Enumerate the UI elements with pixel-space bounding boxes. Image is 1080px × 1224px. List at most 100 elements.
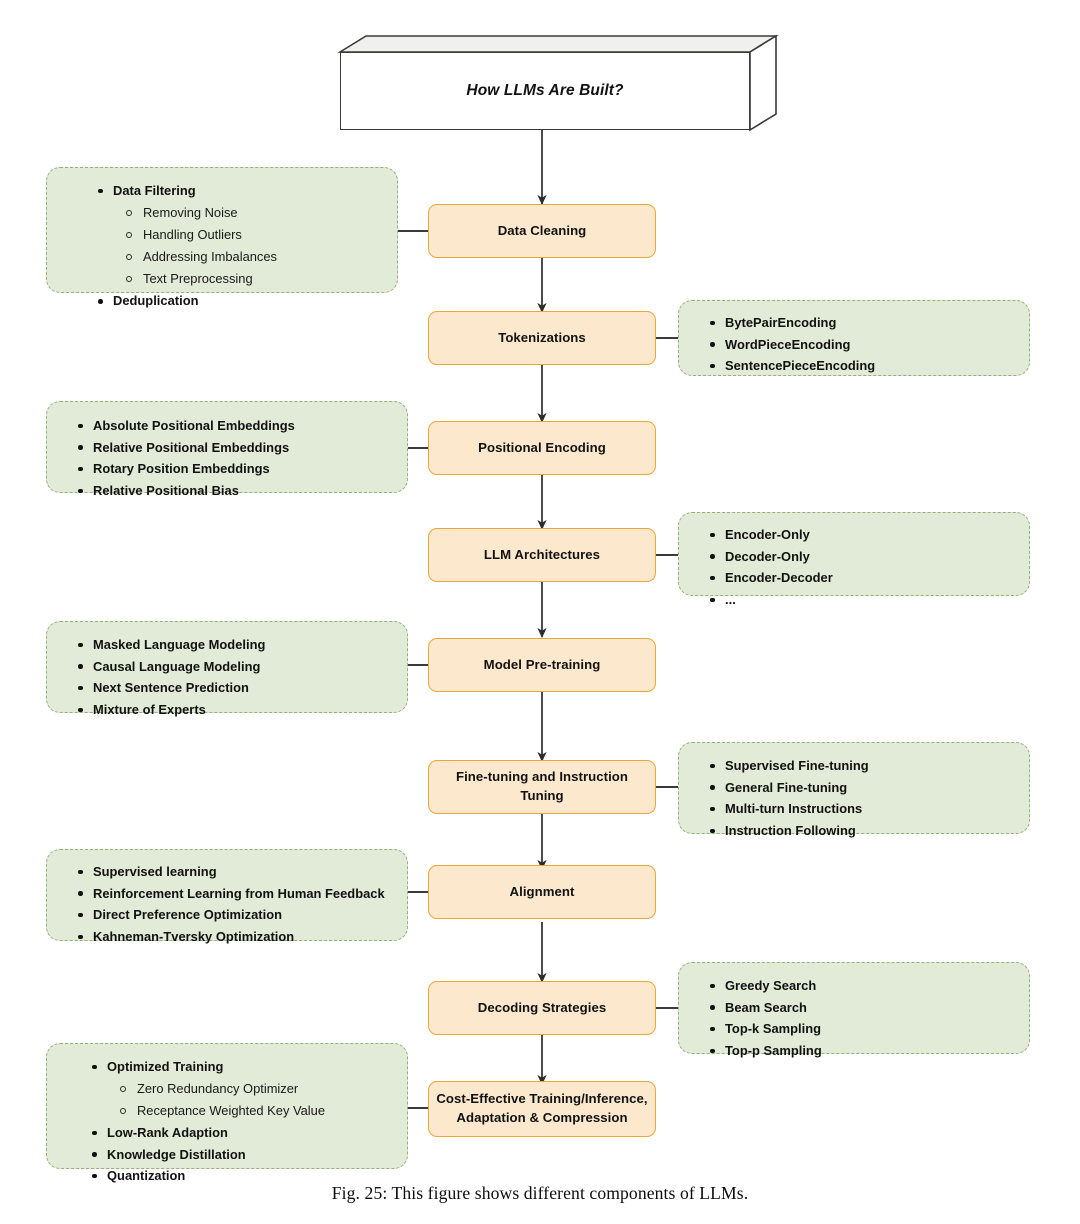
panel-model-pretraining-details: Masked Language Modeling Causal Language… bbox=[46, 621, 408, 717]
list-item: Addressing Imbalances bbox=[93, 246, 397, 268]
bullet-dot-icon bbox=[710, 597, 715, 603]
list-item: Beam Search bbox=[705, 997, 1029, 1019]
list-item: Removing Noise bbox=[93, 202, 397, 224]
figure-caption: Fig. 25: This figure shows different com… bbox=[331, 1183, 749, 1203]
list-item: Absolute Positional Embeddings bbox=[73, 415, 407, 437]
stage-label: Fine-tuning and Instruction Tuning bbox=[455, 769, 629, 803]
list-item: Reinforcement Learning from Human Feedba… bbox=[73, 883, 407, 905]
bullet-dot-icon bbox=[710, 532, 715, 538]
bullet-circle-icon bbox=[126, 276, 133, 283]
stage-label: Model Pre-training bbox=[483, 656, 601, 672]
detail-list: Encoder-Only Decoder-Only Encoder-Decode… bbox=[705, 524, 1029, 611]
detail-list: Supervised Fine-tuning General Fine-tuni… bbox=[705, 755, 1029, 842]
bullet-dot-icon bbox=[78, 934, 83, 940]
bullet-dot-icon bbox=[78, 488, 83, 494]
bullet-dot-icon bbox=[98, 298, 103, 304]
stage-data-cleaning[interactable]: Data Cleaning bbox=[428, 204, 656, 258]
list-item: Next Sentence Prediction bbox=[73, 677, 407, 699]
bullet-circle-icon bbox=[126, 231, 133, 239]
stage-label: LLM Architectures bbox=[483, 546, 601, 562]
bullet-dot-icon bbox=[710, 575, 715, 581]
bullet-dot-icon bbox=[78, 642, 83, 648]
list-item: Encoder-Decoder bbox=[705, 567, 1029, 589]
stage-tokenizations[interactable]: Tokenizations bbox=[428, 311, 656, 365]
list-item: Decoder-Only bbox=[705, 546, 1029, 568]
list-item: ... bbox=[705, 589, 1029, 611]
bullet-dot-icon bbox=[78, 664, 83, 669]
detail-sublist: Removing Noise Handling Outliers Address… bbox=[93, 202, 397, 291]
panel-data-cleaning-details: Data Filtering Removing Noise Handling O… bbox=[46, 167, 398, 308]
list-item: Quantization bbox=[87, 1165, 407, 1187]
list-item: Knowledge Distillation bbox=[87, 1144, 407, 1166]
bullet-dot-icon bbox=[710, 806, 715, 812]
stage-label: Tokenizations bbox=[498, 329, 586, 345]
list-item: Text Preprocessing bbox=[93, 268, 397, 290]
bullet-dot-icon bbox=[710, 1026, 715, 1032]
stage-decoding-strategies[interactable]: Decoding Strategies bbox=[428, 981, 656, 1035]
list-item: Multi-turn Instructions bbox=[705, 798, 1029, 820]
list-item: BytePairEncoding bbox=[705, 312, 1029, 334]
stage-alignment[interactable]: Alignment bbox=[428, 865, 656, 919]
list-item: Mixture of Experts bbox=[73, 699, 407, 721]
list-item: Masked Language Modeling bbox=[73, 634, 407, 656]
list-item: Kahneman-Tversky Optimization bbox=[73, 926, 407, 948]
stage-llm-architectures[interactable]: LLM Architectures bbox=[428, 528, 656, 582]
bullet-dot-icon bbox=[98, 188, 103, 194]
list-item: Relative Positional Embeddings bbox=[73, 437, 407, 459]
panel-positional-encoding-details: Absolute Positional Embeddings Relative … bbox=[46, 401, 408, 498]
bullet-circle-icon bbox=[126, 254, 133, 261]
panel-tokenizations-details: BytePairEncoding WordPieceEncoding Sente… bbox=[678, 300, 1030, 376]
list-item: Causal Language Modeling bbox=[73, 656, 407, 678]
bullet-dot-icon bbox=[710, 785, 715, 790]
bullet-dot-icon bbox=[92, 1173, 97, 1179]
detail-sublist: Zero Redundancy Optimizer Receptance Wei… bbox=[87, 1078, 407, 1122]
list-item: Zero Redundancy Optimizer bbox=[87, 1078, 407, 1100]
bullet-dot-icon bbox=[78, 869, 83, 875]
list-item: Handling Outliers bbox=[93, 224, 397, 246]
panel-alignment-details: Supervised learning Reinforcement Learni… bbox=[46, 849, 408, 944]
list-item: General Fine-tuning bbox=[705, 777, 1029, 799]
bullet-dot-icon bbox=[78, 685, 83, 691]
panel-llm-architectures-details: Encoder-Only Decoder-Only Encoder-Decode… bbox=[678, 512, 1030, 607]
panel-fine-tuning-details: Supervised Fine-tuning General Fine-tuni… bbox=[678, 742, 1030, 838]
stage-positional-encoding[interactable]: Positional Encoding bbox=[428, 421, 656, 475]
list-item: Top-k Sampling bbox=[705, 1018, 1029, 1040]
stage-cost-effective[interactable]: Cost-Effective Training/Inference,Adapta… bbox=[428, 1081, 656, 1137]
stage-label: Alignment bbox=[509, 883, 575, 899]
bullet-circle-icon bbox=[120, 1085, 127, 1092]
figure-title-box: How LLMs Are Built? bbox=[340, 52, 750, 130]
bullet-dot-icon bbox=[710, 363, 715, 369]
bullet-dot-icon bbox=[92, 1064, 97, 1070]
bullet-dot-icon bbox=[710, 1048, 715, 1054]
bullet-dot-icon bbox=[78, 891, 83, 896]
bullet-dot-icon bbox=[710, 320, 715, 326]
bullet-dot-icon bbox=[710, 554, 715, 559]
list-item: Greedy Search bbox=[705, 975, 1029, 997]
bullet-circle-icon bbox=[120, 1107, 127, 1115]
stage-label: Cost-Effective Training/Inference,Adapta… bbox=[436, 1091, 648, 1125]
panel-decoding-strategies-details: Greedy Search Beam Search Top-k Sampling… bbox=[678, 962, 1030, 1058]
stage-model-pretraining[interactable]: Model Pre-training bbox=[428, 638, 656, 692]
list-item: Receptance Weighted Key Value bbox=[87, 1100, 407, 1122]
bullet-circle-icon bbox=[126, 209, 133, 216]
page-title: How LLMs Are Built? bbox=[466, 82, 624, 99]
stage-label: Positional Encoding bbox=[478, 439, 606, 455]
list-item: Low-Rank Adaption bbox=[87, 1122, 407, 1144]
bullet-dot-icon bbox=[710, 1005, 715, 1010]
list-item: Deduplication bbox=[93, 290, 397, 312]
stage-fine-tuning[interactable]: Fine-tuning and Instruction Tuning bbox=[428, 760, 656, 814]
list-item: Relative Positional Bias bbox=[73, 480, 407, 502]
stage-label: Decoding Strategies bbox=[477, 999, 607, 1015]
bullet-dot-icon bbox=[78, 445, 83, 450]
detail-list: BytePairEncoding WordPieceEncoding Sente… bbox=[705, 312, 1029, 377]
detail-list: Greedy Search Beam Search Top-k Sampling… bbox=[705, 975, 1029, 1062]
list-item: Optimized Training bbox=[87, 1056, 407, 1078]
list-item: Encoder-Only bbox=[705, 524, 1029, 546]
list-item: Rotary Position Embeddings bbox=[73, 458, 407, 480]
list-item: WordPieceEncoding bbox=[705, 334, 1029, 356]
list-item: SentencePieceEncoding bbox=[705, 355, 1029, 377]
bullet-dot-icon bbox=[92, 1152, 97, 1157]
bullet-dot-icon bbox=[710, 763, 715, 769]
